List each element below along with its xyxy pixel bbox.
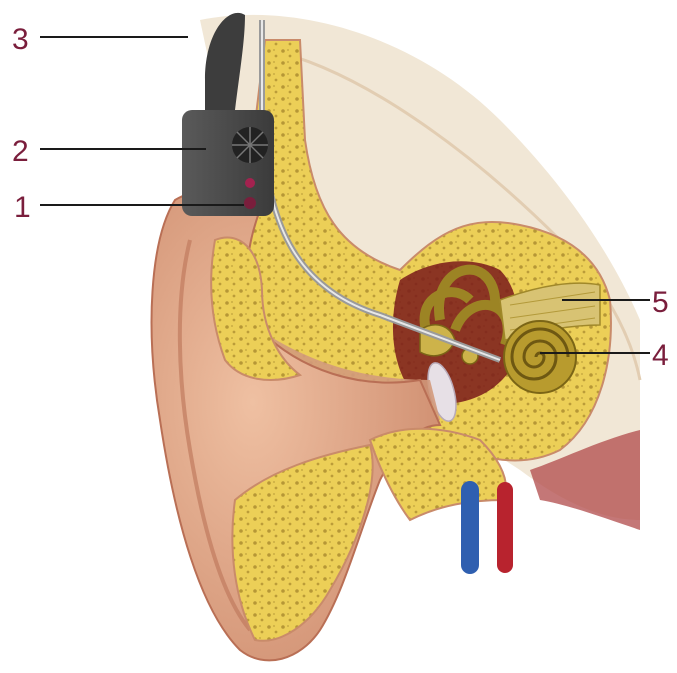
processor-button	[244, 197, 256, 209]
dial-ridges	[232, 127, 268, 163]
processor-light	[245, 178, 255, 188]
callout-number-1: 1	[14, 191, 31, 224]
callout-number-3: 3	[12, 23, 29, 56]
callout-number-2: 2	[12, 135, 29, 168]
cochlea	[504, 321, 576, 393]
callout-number-4: 4	[652, 339, 669, 372]
callout-number-5: 5	[652, 286, 669, 319]
